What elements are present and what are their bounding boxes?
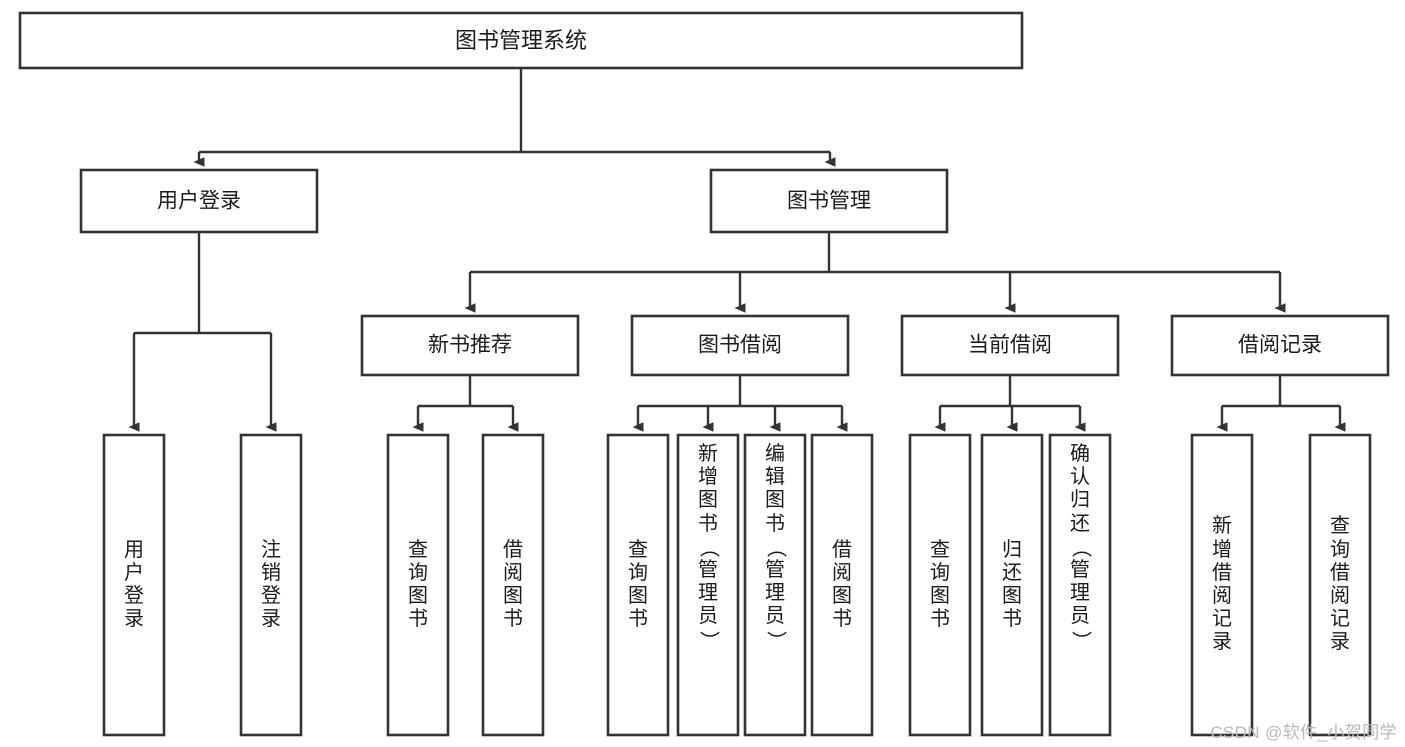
node-root-label: 图书管理系统 [455,28,587,53]
node-book-borrow-box[interactable] [630,314,850,377]
node-borrow-record-box[interactable] [1170,314,1390,377]
node-leaf-query-book-2-box[interactable] [606,433,670,737]
node-user-login-box[interactable] [79,168,319,234]
node-leaf-confirm-return-box[interactable] [1048,433,1112,737]
connectors-new-book-rec-to-leaves [412,375,519,432]
node-current-borrow-label: 当前借阅 [968,334,1052,357]
node-leaf-add-book-box[interactable] [676,433,740,737]
node-book-manage-label: 图书管理 [787,190,871,213]
node-leaf-borrow-book-2-box[interactable] [810,433,874,737]
node-leaf-add-record-box[interactable] [1190,433,1254,737]
watermark-text: CSDN @软件_小贺同学 [1210,723,1397,742]
node-new-book-rec[interactable]: 新书推荐 [360,314,580,377]
node-leaf-user-login-box[interactable] [102,433,166,737]
node-leaf-edit-book-box[interactable] [743,433,807,737]
node-book-borrow[interactable]: 图书借阅 [630,314,850,377]
leaf-boxes [102,433,1372,737]
node-user-login[interactable]: 用户登录 [79,168,319,234]
node-leaf-query-book-3-box[interactable] [908,433,972,737]
node-root[interactable]: 图书管理系统 [18,11,1024,70]
connectors-book-borrow-to-leaves [632,375,848,432]
node-book-manage-box[interactable] [709,168,949,234]
connectors-root-to-level2 [193,68,836,167]
node-current-borrow[interactable]: 当前借阅 [900,314,1120,377]
node-new-book-rec-label: 新书推荐 [428,334,512,357]
connectors-user-login-to-leaves [128,232,277,432]
node-new-book-rec-box[interactable] [360,314,580,377]
node-current-borrow-box[interactable] [900,314,1120,377]
node-leaf-return-book-box[interactable] [980,433,1044,737]
node-leaf-borrow-book-1-box[interactable] [481,433,545,737]
node-borrow-record[interactable]: 借阅记录 [1170,314,1390,377]
node-leaf-user-logout-box[interactable] [239,433,303,737]
node-borrow-record-label: 借阅记录 [1238,334,1322,357]
connectors-borrow-record-to-leaves [1216,375,1346,432]
connectors-current-borrow-to-leaves [934,375,1086,432]
node-root-box[interactable] [18,11,1024,70]
node-leaf-query-record-box[interactable] [1308,433,1372,737]
node-user-login-label: 用户登录 [157,190,241,213]
connectors-book-manage-to-level3 [464,232,1286,313]
node-book-borrow-label: 图书借阅 [698,334,782,357]
node-book-manage[interactable]: 图书管理 [709,168,949,234]
node-leaf-query-book-1-box[interactable] [386,433,450,737]
